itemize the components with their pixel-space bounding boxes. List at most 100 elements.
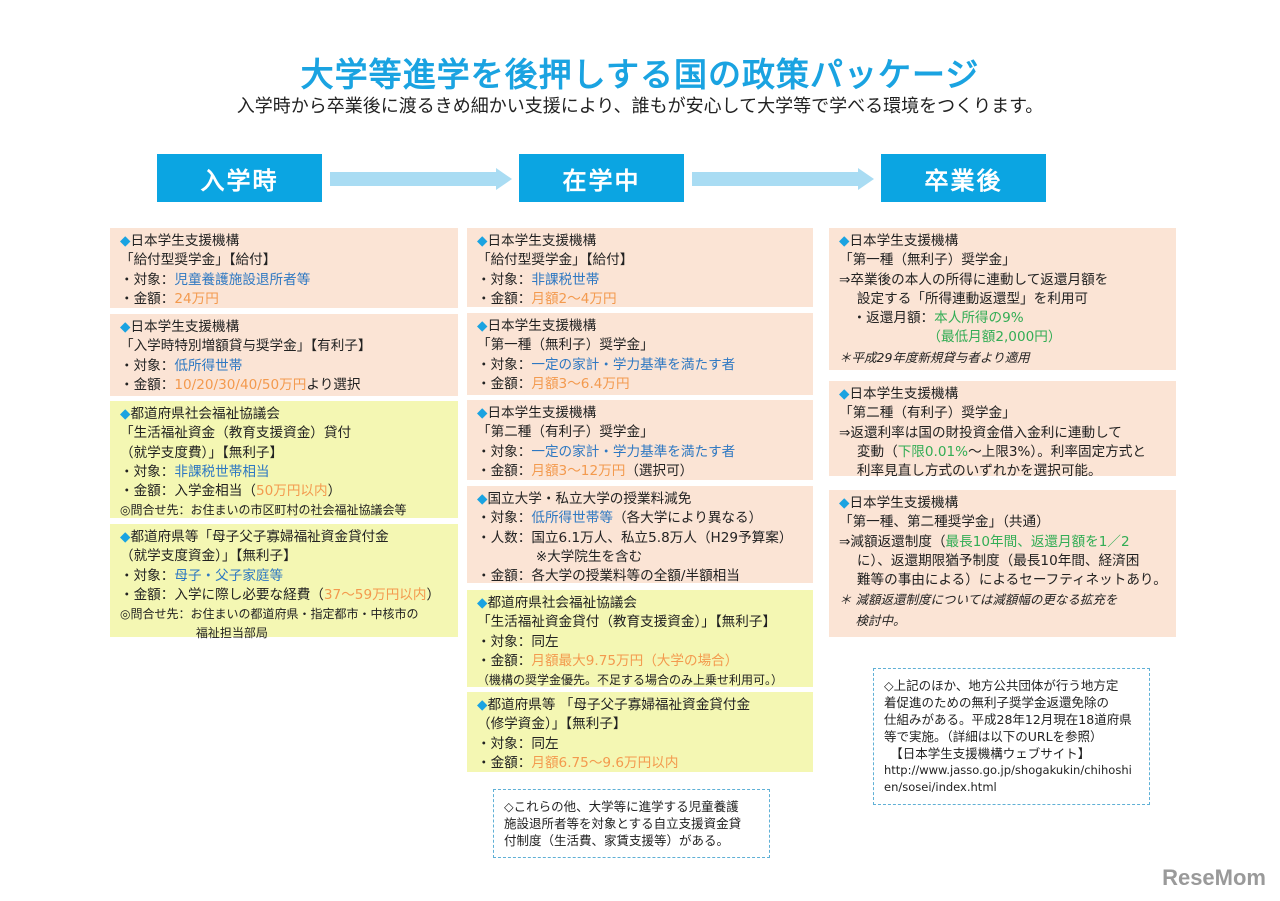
card-text: ・対象：	[477, 443, 532, 460]
card-line: 「第二種（有利子）奨学金」	[477, 423, 807, 442]
diamond-bullet-icon: ◆	[120, 233, 131, 249]
card-text: 「第二種（有利子）奨学金」	[477, 424, 654, 441]
card-line: ◆日本学生支援機構	[120, 318, 452, 337]
card-text: 一定の家計・学力基準を満たす者	[531, 356, 736, 373]
card-text: （各大学により異なる）	[612, 510, 763, 527]
note-line: ◇上記のほか、地方公共団体が行う地方定	[884, 678, 1119, 693]
card-text: 日本学生支援機構	[130, 233, 240, 249]
card-text: 日本学生支援機構	[487, 233, 597, 249]
diamond-bullet-icon: ◆	[477, 491, 488, 507]
card-text: （就学支度資金）」【無利子】	[120, 548, 297, 565]
card-text: ・対象：	[477, 356, 532, 373]
diamond-bullet-icon: ◆	[120, 529, 131, 545]
card-line: （機構の奨学金優先。不足する場合のみ上乗せ利用可。）	[477, 671, 807, 690]
card-line: ◎問合せ先：お住まいの市区町村の社会福祉協議会等	[120, 501, 452, 520]
support-program-card: ◆都道府県社会福祉協議会「生活福祉資金（教育支援資金）貸付（就学支度費）」【無利…	[110, 401, 458, 518]
card-line: ・対象：非課税世帯	[477, 271, 807, 290]
diamond-bullet-icon: ◆	[477, 233, 488, 249]
card-text: 24万円	[174, 290, 219, 307]
card-text: 都道府県等「母子父子寡婦福祉資金貸付金	[130, 529, 389, 545]
card-line: 設定する「所得連動返還型」を利用可	[839, 290, 1170, 309]
card-text: 「給付型奨学金」【給付】	[120, 252, 277, 269]
card-text: 「第一種、第二種奨学金」（共通）	[839, 514, 1050, 531]
card-text: ※大学院生を含む	[477, 548, 643, 565]
card-text: 日本学生支援機構	[849, 233, 959, 249]
card-text: ・人数：国立6.1万人、私立5.8万人（H29予算案）	[477, 529, 793, 546]
card-text: ・対象：	[477, 271, 532, 288]
card-text: ・金額：	[477, 462, 532, 479]
card-line: ◆日本学生支援機構	[120, 232, 452, 251]
page-subtitle: 入学時から卒業後に渡るきめ細かい支援により、誰もが安心して大学等で学べる環境をつ…	[236, 96, 1044, 117]
phase-enrolled: 在学中	[519, 154, 684, 202]
support-program-card: ◆都道府県等「母子父子寡婦福祉資金貸付金 （就学支度資金）」【無利子】 ・対象：母…	[110, 524, 458, 640]
card-text: 国立大学・私立大学の授業料減免	[487, 491, 692, 507]
note-line: 仕組みがある。平成28年12月現在18道府県	[884, 712, 1132, 727]
card-line: ◆日本学生支援機構	[477, 317, 807, 336]
card-line: ・金額：24万円	[120, 290, 452, 309]
card-line: 「第一種（無利子）奨学金」	[839, 251, 1170, 270]
card-text: ・金額：	[477, 754, 532, 771]
card-text: 非課税世帯	[531, 271, 600, 288]
card-line: ・対象：非課税世帯相当	[120, 463, 452, 482]
card-line: ◆都道府県社会福祉協議会	[120, 405, 452, 424]
card-line: 「給付型奨学金」【給付】	[477, 251, 807, 270]
card-text: 37～59万円以内	[323, 586, 427, 603]
card-line: ・対象：母子・父子家庭等	[120, 567, 452, 586]
jasso-url-link[interactable]: en/sosei/index.html	[884, 780, 997, 794]
support-program-card: ◆日本学生支援機構「第一種（無利子）奨学金」 ⇒卒業後の本人の所得に連動して返還…	[829, 228, 1176, 370]
card-text: ◎問合せ先：お住まいの都道府県・指定都市・中核市の	[120, 607, 419, 622]
card-text: ・対象：	[120, 567, 175, 584]
card-text: 都道府県社会福祉協議会	[487, 595, 637, 611]
card-text: ・対象：同左	[477, 633, 559, 650]
card-text: 検討中。	[839, 612, 906, 628]
card-text: 「第二種（有利子）奨学金」	[839, 405, 1016, 422]
card-line: ◆都道府県等 「母子父子寡婦福祉資金貸付金	[477, 696, 807, 715]
support-program-card: ◆日本学生支援機構「給付型奨学金」【給付】 ・対象：児童養護施設退所者等 ・金額…	[110, 228, 458, 308]
card-line: ⇒卒業後の本人の所得に連動して返還月額を	[839, 271, 1170, 290]
resemom-logo: ReseMom	[1162, 865, 1266, 890]
note-line: 着促進のための無利子奨学金返還免除の	[884, 695, 1110, 710]
card-text: ・金額：入学金相当（	[120, 483, 256, 500]
card-text: （選択可）	[625, 462, 694, 479]
support-program-card: ◆都道府県等 「母子父子寡婦福祉資金貸付金（修学資金）」【無利子】 ・対象：同左…	[467, 692, 813, 772]
card-line: 「入学時特別増額貸与奨学金」【有利子】	[120, 337, 452, 356]
card-text: 低所得世帯等	[531, 510, 613, 527]
diamond-bullet-icon: ◆	[120, 319, 131, 335]
note-box-other-support: ◇これらの他、大学等に進学する児童養護施設退所者等を対象とする自立支援資金貸付制…	[493, 789, 770, 858]
diamond-bullet-icon: ◆	[477, 318, 488, 334]
card-line: ・金額：月額3～6.4万円	[477, 375, 807, 394]
card-text: 月額3～12万円	[531, 462, 626, 479]
card-text: ⇒卒業後の本人の所得に連動して返還月額を	[839, 271, 1109, 288]
card-line: ⇒返還利率は国の財投資金借入金利に連動して	[839, 424, 1170, 443]
card-text: 難等の事由による）によるセーフティネットあり。	[839, 572, 1167, 589]
card-text: 「生活福祉資金（教育支援資金）貸付	[120, 425, 352, 442]
arrow-right-icon	[330, 168, 512, 190]
page-title: 大学等進学を後押しする国の政策パッケージ	[300, 55, 980, 94]
card-text: 利率見直し方式のいずれかを選択可能。	[839, 463, 1102, 480]
card-text: 「入学時特別増額貸与奨学金」【有利子】	[120, 338, 372, 355]
jasso-url-link[interactable]: http://www.jasso.go.jp/shogakukin/chihos…	[884, 763, 1132, 777]
card-text: 「第一種（無利子）奨学金」	[839, 252, 1016, 269]
card-line: ＊平成29年度新規貸与者より適用	[839, 348, 1170, 368]
card-text: 日本学生支援機構	[487, 405, 597, 421]
card-line: 難等の事由による）によるセーフティネットあり。	[839, 571, 1170, 590]
diamond-bullet-icon: ◆	[477, 405, 488, 421]
card-text: 「給付型奨学金」【給付】	[477, 252, 634, 269]
note-line: 等で実施。（詳細は以下のURLを参照）	[884, 729, 1103, 744]
card-text: 日本学生支援機構	[849, 495, 959, 511]
card-text: ）	[426, 586, 441, 603]
support-program-card: ◆都道府県社会福祉協議会「生活福祉資金貸付（教育支援資金）」【無利子】 ・対象：…	[467, 590, 813, 687]
card-text: 10/20/30/40/50万円	[174, 376, 307, 393]
card-line: ・対象：一定の家計・学力基準を満たす者	[477, 356, 807, 375]
diamond-bullet-icon: ◆	[839, 233, 850, 249]
card-text: 設定する「所得連動返還型」を利用可	[839, 290, 1089, 307]
card-line: （最低月額2,000円）	[839, 328, 1170, 347]
card-text: ・対象：	[120, 271, 175, 288]
card-line: ・対象：一定の家計・学力基準を満たす者	[477, 443, 807, 462]
card-text: （機構の奨学金優先。不足する場合のみ上乗せ利用可。）	[477, 673, 784, 688]
card-text: 「第一種（無利子）奨学金」	[477, 337, 654, 354]
card-line: 「生活福祉資金（教育支援資金）貸付	[120, 424, 452, 443]
support-program-card: ◆国立大学・私立大学の授業料減免 ・対象：低所得世帯等（各大学により異なる） ・…	[467, 486, 813, 584]
card-text: 月額3～6.4万円	[531, 375, 630, 392]
card-text: （修学資金）」【無利子】	[477, 716, 627, 733]
